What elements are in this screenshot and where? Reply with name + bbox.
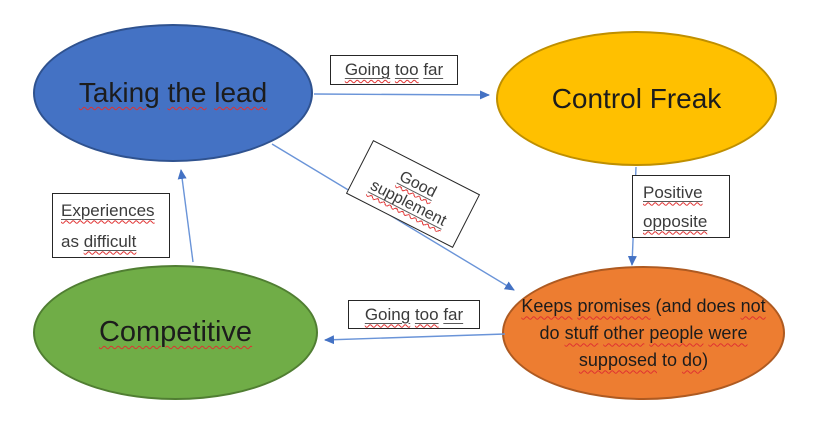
word: Taking — [78, 77, 160, 108]
word: as — [61, 231, 79, 251]
word: Keeps — [521, 295, 573, 316]
node-keeps-promises: Keeps promises (and does not do stuff oth… — [502, 266, 785, 400]
word: ) — [702, 349, 709, 370]
label-experiences-as-difficult: Experiences as difficult — [52, 193, 170, 258]
word: were — [708, 322, 748, 343]
word: lead — [214, 77, 268, 108]
word: do — [682, 349, 703, 370]
word: Competitive — [98, 316, 253, 348]
word: people — [649, 322, 704, 343]
connector-competitive-to-taking — [177, 169, 194, 263]
node-control-freak-label: Control Freak — [506, 83, 766, 115]
word: other — [603, 322, 645, 343]
label-going-too-far-top-text: Going too far — [345, 60, 443, 80]
word: far — [423, 60, 444, 79]
label-experiences-as-difficult-text: Experiences as difficult — [61, 195, 155, 257]
node-taking-the-lead-label: Taking the lead — [43, 77, 302, 109]
node-taking-the-lead: Taking the lead — [33, 24, 313, 162]
word: do — [539, 322, 560, 343]
word: does — [696, 295, 736, 316]
word: not — [740, 295, 766, 316]
node-control-freak: Control Freak — [496, 31, 777, 166]
word: far — [443, 304, 464, 324]
word: too — [394, 60, 419, 79]
word: Going — [364, 304, 411, 324]
word: opposite — [643, 211, 708, 231]
connector-taking-to-control — [313, 90, 490, 100]
word: too — [414, 304, 439, 324]
word: Freak — [649, 82, 722, 114]
word: stuff — [564, 322, 599, 343]
node-keeps-promises-label: Keeps promises (and does not do stuff oth… — [512, 293, 774, 374]
label-positive-opposite: Positive opposite — [632, 175, 730, 238]
word: to — [662, 349, 678, 370]
label-positive-opposite-text: Positive opposite — [643, 178, 707, 236]
word: Going — [344, 60, 391, 79]
word: supposed — [578, 349, 657, 370]
word: Experiences — [61, 200, 155, 220]
word: Positive — [643, 182, 703, 202]
word: (and — [655, 295, 692, 316]
node-competitive-label: Competitive — [43, 316, 307, 349]
word: the — [167, 77, 207, 108]
label-going-too-far-bottom-text: Going too far — [365, 305, 463, 325]
word: Control — [551, 82, 642, 114]
word: difficult — [83, 231, 137, 251]
word: promises — [577, 295, 651, 316]
connector-keeps-to-competitive — [324, 333, 506, 345]
node-competitive: Competitive — [33, 265, 318, 400]
label-going-too-far-top: Going too far — [330, 55, 458, 85]
label-going-too-far-bottom: Going too far — [348, 300, 480, 329]
